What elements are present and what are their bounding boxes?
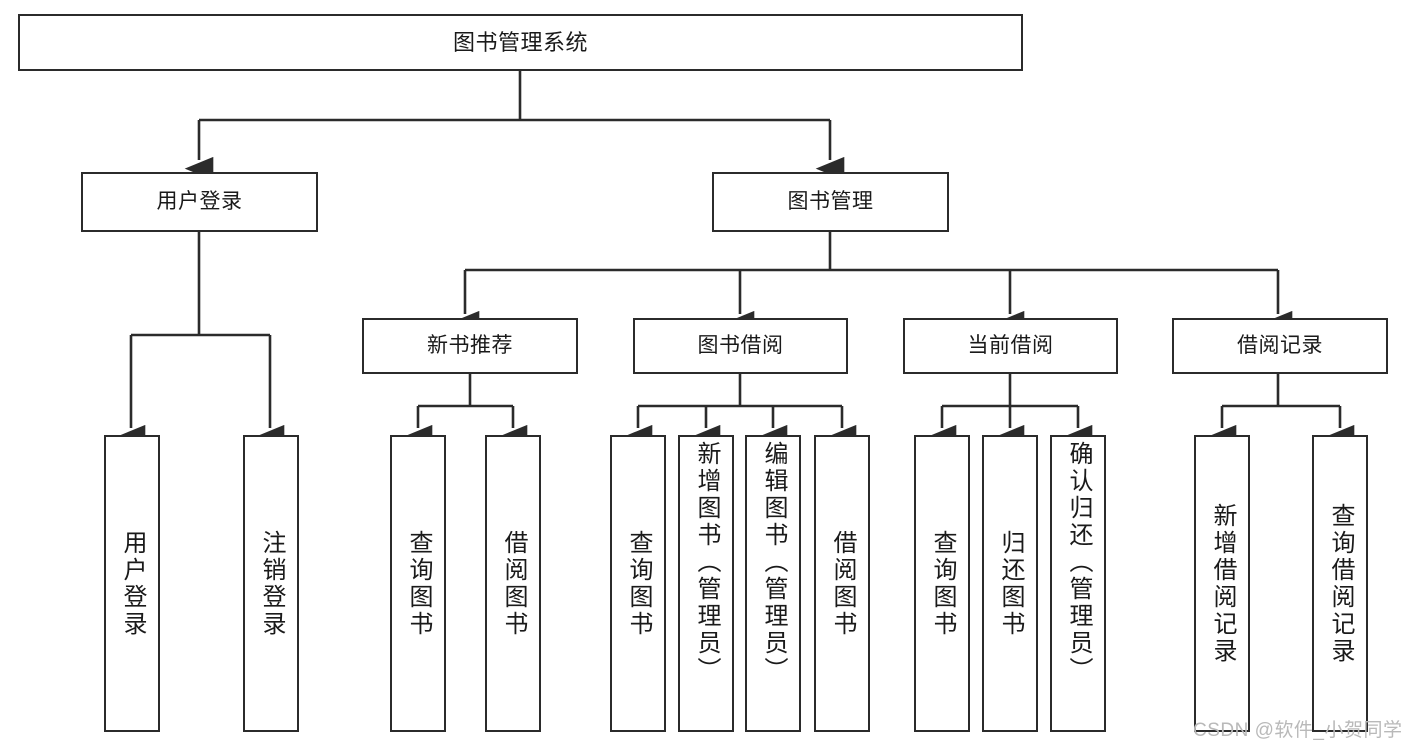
leaf-record-query-record-label: 查询借阅记录 <box>1327 502 1354 665</box>
leaf-current-query-book[interactable]: 查询图书 <box>914 435 970 732</box>
leaf-current-return-book[interactable]: 归还图书 <box>982 435 1038 732</box>
node-book-borrow[interactable]: 图书借阅 <box>633 318 848 374</box>
node-current-borrow-label: 当前借阅 <box>967 333 1054 357</box>
leaf-borrow-borrow-book-label: 借阅图书 <box>829 529 856 638</box>
leaf-recommend-query-book-label: 查询图书 <box>405 529 432 638</box>
node-book-management-label: 图书管理 <box>787 189 874 213</box>
node-root[interactable]: 图书管理系统 <box>18 14 1023 71</box>
leaf-borrow-query-book-label: 查询图书 <box>625 529 652 638</box>
leaf-record-add-record-label: 新增借阅记录 <box>1209 502 1236 665</box>
leaf-user-login-login-label: 用户登录 <box>119 529 146 638</box>
leaf-current-query-book-label: 查询图书 <box>929 529 956 638</box>
node-root-label: 图书管理系统 <box>452 29 588 55</box>
leaf-user-login-logout-label: 注销登录 <box>258 529 285 638</box>
leaf-record-query-record[interactable]: 查询借阅记录 <box>1312 435 1368 732</box>
leaf-record-add-record[interactable]: 新增借阅记录 <box>1194 435 1250 732</box>
leaf-borrow-edit-book[interactable]: 编辑图书（管理员） <box>745 435 801 732</box>
leaf-user-login-logout[interactable]: 注销登录 <box>243 435 299 732</box>
node-new-book-recommend[interactable]: 新书推荐 <box>362 318 578 374</box>
leaf-user-login-login[interactable]: 用户登录 <box>104 435 160 732</box>
leaf-borrow-add-book-label: 新增图书（管理员） <box>693 441 720 684</box>
leaf-current-confirm-return-label: 确认归还（管理员） <box>1065 441 1092 684</box>
leaf-borrow-query-book[interactable]: 查询图书 <box>610 435 666 732</box>
node-new-book-recommend-label: 新书推荐 <box>427 333 513 357</box>
csdn-watermark: CSDN @软件_小贺同学 <box>1193 720 1403 741</box>
leaf-borrow-add-book[interactable]: 新增图书（管理员） <box>678 435 734 732</box>
node-user-login-label: 用户登录 <box>156 189 243 213</box>
node-borrow-record-label: 借阅记录 <box>1237 333 1323 357</box>
leaf-current-return-book-label: 归还图书 <box>997 529 1024 638</box>
leaf-borrow-edit-book-label: 编辑图书（管理员） <box>760 441 787 684</box>
leaf-current-confirm-return[interactable]: 确认归还（管理员） <box>1050 435 1106 732</box>
leaf-recommend-borrow-book[interactable]: 借阅图书 <box>485 435 541 732</box>
node-current-borrow[interactable]: 当前借阅 <box>903 318 1118 374</box>
leaf-borrow-borrow-book[interactable]: 借阅图书 <box>814 435 870 732</box>
node-book-management[interactable]: 图书管理 <box>712 172 949 232</box>
leaf-recommend-borrow-book-label: 借阅图书 <box>500 529 527 638</box>
node-book-borrow-label: 图书借阅 <box>697 333 784 357</box>
node-user-login[interactable]: 用户登录 <box>81 172 318 232</box>
leaf-recommend-query-book[interactable]: 查询图书 <box>390 435 446 732</box>
node-borrow-record[interactable]: 借阅记录 <box>1172 318 1388 374</box>
